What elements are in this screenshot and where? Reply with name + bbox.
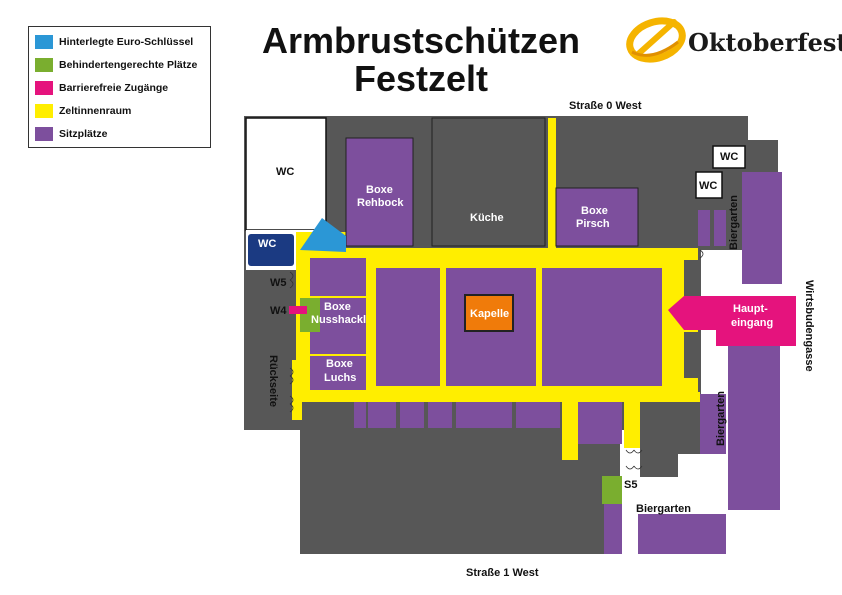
tent-passage-se (624, 396, 640, 448)
door-rueckseite (289, 367, 294, 413)
legend-swatch-tent-interior (35, 104, 53, 118)
biergarten-east-upper (742, 172, 782, 284)
legend-item-accessible-seats: Behindertengerechte Plätze (35, 58, 197, 72)
legend-item-tent-interior: Zeltinnenraum (35, 104, 131, 118)
legend-item-seating: Sitzplätze (35, 127, 107, 141)
wc-box-east-1 (712, 145, 746, 169)
door-s5 (625, 449, 643, 470)
kitchen (431, 117, 546, 247)
legend-label: Sitzplätze (59, 128, 108, 140)
euro-key-area (300, 218, 346, 252)
kapelle-stage (464, 294, 514, 332)
map-labels-light: Boxe Rehbock Küche Boxe Pirsch Boxe Nuss… (311, 184, 773, 384)
seating-south-4 (456, 402, 512, 428)
boxe-luchs-label-2: Luchs (324, 372, 356, 384)
legend-label: Hinterlegte Euro-Schlüssel (59, 36, 194, 48)
tent-floor-south (292, 392, 700, 402)
back-side-label: Rückseite (267, 355, 279, 407)
oktoberfest-logo-icon (626, 17, 686, 63)
biergarten-south (638, 514, 726, 554)
tent-passage-west (292, 360, 302, 420)
building-north-east (556, 118, 694, 186)
legend-swatch-accessible-entrances (35, 81, 53, 95)
biergarten-south-label: Biergarten (636, 503, 691, 515)
w4-accessible-entrance (289, 306, 307, 314)
seating-south-6 (578, 402, 622, 444)
legend-item-euro-key: Hinterlegte Euro-Schlüssel (35, 35, 193, 49)
wc-box-east-2 (695, 171, 723, 199)
kueche-label: Küche (470, 212, 504, 224)
legend-label: Barrierefreie Zugänge (59, 82, 169, 94)
seating-south-0 (354, 402, 366, 428)
biergarten-east-strip-2 (714, 210, 726, 246)
doors (289, 249, 704, 470)
legend-swatch-seating (35, 127, 53, 141)
boxe-rehbock-label-1: Boxe (366, 184, 393, 196)
biergarten-east-label-2: Biergarten (715, 391, 727, 446)
seating-south-2 (400, 402, 424, 428)
seating-boxe-pirsch (555, 187, 639, 247)
biergarten-south-white (678, 454, 722, 514)
boxe-nusshackl-label-1: Boxe (324, 301, 351, 313)
haupteingang-label-2: eingang (731, 317, 773, 329)
seating-boxe-rehbock (345, 137, 414, 247)
wc-label: WC (276, 166, 294, 178)
legend-swatch-euro-key (35, 35, 53, 49)
accessible-seats-south (602, 476, 622, 504)
seating-west-upper (310, 258, 366, 296)
title-line-1: Armbrustschützen (261, 20, 581, 61)
legend-label: Behindertengerechte Plätze (59, 59, 198, 71)
title-line-2: Festzelt (353, 58, 489, 99)
seating (310, 137, 662, 444)
legend-swatch-accessible-seats (35, 58, 53, 72)
w5-label: W5 (270, 277, 287, 289)
map-labels-small: Biergarten Biergarten Biergarten W5 W4 S… (270, 195, 740, 515)
boxe-nusshackl-label-2: Nusshackl (311, 314, 366, 326)
wc-accessible-label: WC (258, 238, 276, 250)
tent-passage-south (562, 396, 578, 460)
door-w5 (289, 271, 294, 289)
seating-south-3 (428, 402, 452, 428)
seating-block-3 (542, 268, 662, 386)
legend: Hinterlegte Euro-Schlüssel Behindertenge… (28, 26, 211, 148)
kapelle-label: Kapelle (470, 308, 509, 320)
wc-accessible-sign (248, 234, 294, 266)
door-east (699, 249, 704, 259)
wc-room (245, 117, 327, 231)
logo-text: Oktoberfest (688, 28, 842, 57)
street-south-label: Straße 1 West (466, 567, 539, 579)
haupteingang (668, 296, 796, 346)
haupteingang-label-1: Haupt- (733, 303, 768, 315)
street-east-label: Wirtsbudengasse (803, 280, 815, 372)
wc-east-label-2: WC (699, 180, 717, 192)
boxe-rehbock-label-2: Rehbock (357, 197, 404, 209)
page-title: Armbrustschützen Festzelt (236, 22, 606, 98)
biergarten-east-lower (728, 330, 780, 510)
biergarten-south-strip (604, 504, 622, 554)
wc-east-label-1: WC (720, 151, 738, 163)
seating-south-5 (516, 402, 560, 428)
boxe-luchs-label-1: Boxe (326, 358, 353, 370)
biergarten-east-strip-3 (700, 394, 726, 454)
w4-label: W4 (270, 305, 287, 317)
biergarten-east-label-1: Biergarten (728, 195, 740, 250)
seating-boxe-luchs (310, 356, 366, 390)
legend-label: Zeltinnenraum (59, 105, 132, 117)
tent-passage-north (548, 118, 556, 250)
boxe-pirsch-label-1: Boxe (581, 205, 608, 217)
s5-label: S5 (624, 479, 637, 491)
legend-item-accessible-entrances: Barrierefreie Zugänge (35, 81, 168, 95)
biergarten-east-strip-1 (698, 210, 710, 246)
street-north-label: Straße 0 West (569, 100, 642, 112)
seating-block-1 (376, 268, 440, 386)
map-labels: Straße 0 West Straße 1 West Wirtsbudenga… (258, 100, 815, 579)
seating-south-1 (368, 402, 396, 428)
entrance-pillar-south (684, 332, 698, 378)
boxe-pirsch-label-2: Pirsch (576, 218, 610, 230)
entrance-pillar-north (684, 260, 698, 296)
